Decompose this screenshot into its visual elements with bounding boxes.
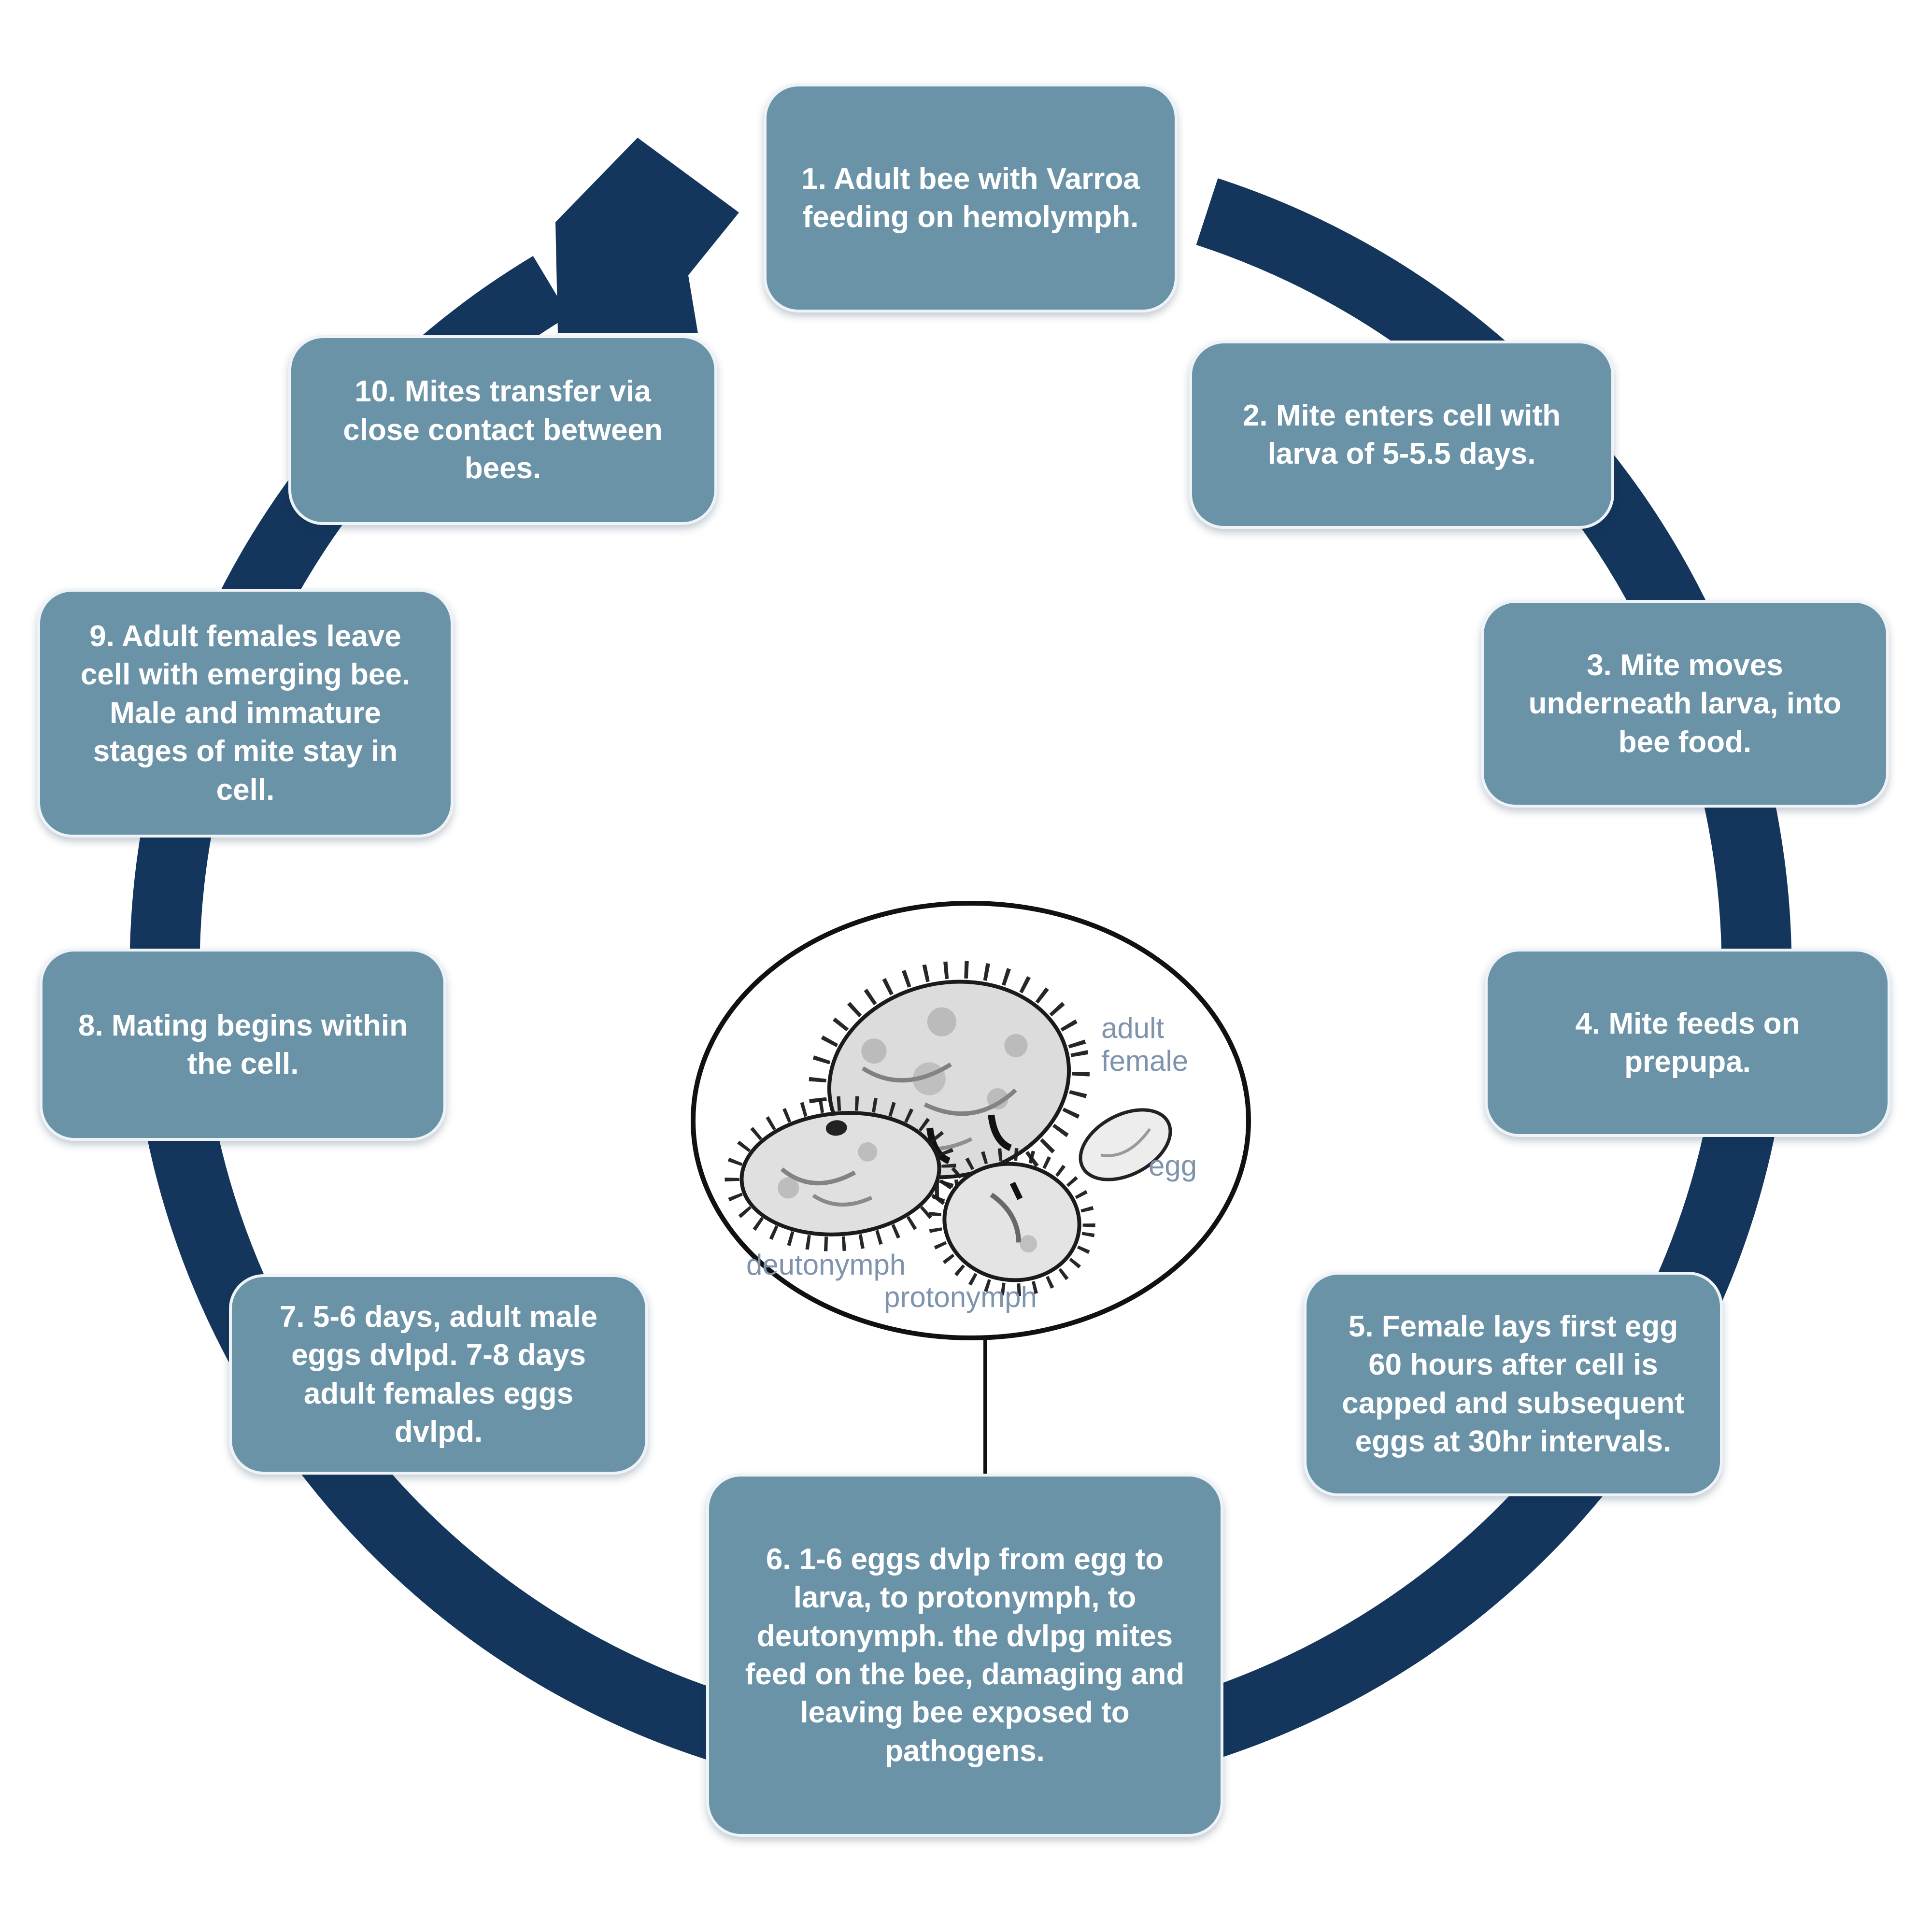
- step-box-2: 2. Mite enters cell with larva of 5-5.5 …: [1189, 341, 1614, 529]
- clockwise-arrow-icon: [555, 138, 739, 333]
- step-3-text: 3. Mite moves underneath larva, into bee…: [1528, 648, 1842, 759]
- step-9-text: 9. Adult females leave cell with emergin…: [80, 620, 411, 807]
- step-box-7: 7. 5-6 days, adult male eggs dvlpd. 7-8 …: [229, 1274, 648, 1475]
- step-box-3: 3. Mite moves underneath larva, into bee…: [1481, 600, 1889, 808]
- protonymph-label: protonymph: [884, 1281, 1037, 1313]
- step-box-8: 8. Mating begins within the cell.: [40, 949, 446, 1141]
- step-10-text: 10. Mites transfer via close contact bet…: [343, 375, 663, 485]
- step-6-text: 6. 1-6 eggs dvlp from egg to larva, to p…: [745, 1542, 1185, 1768]
- step-box-10: 10. Mites transfer via close contact bet…: [288, 335, 717, 525]
- deutonymph-label: deutonymph: [746, 1249, 906, 1281]
- step-box-9: 9. Adult females leave cell with emergin…: [37, 589, 454, 838]
- step-7-text: 7. 5-6 days, adult male eggs dvlpd. 7-8 …: [279, 1300, 598, 1449]
- step-4-text: 4. Mite feeds on prepupa.: [1575, 1007, 1800, 1079]
- egg-drawing: [1079, 1108, 1172, 1181]
- egg-label: egg: [1149, 1150, 1197, 1182]
- step-8-text: 8. Mating begins within the cell.: [78, 1009, 408, 1080]
- step-box-5: 5. Female lays first egg 60 hours after …: [1304, 1272, 1723, 1496]
- step-box-4: 4. Mite feeds on prepupa.: [1485, 949, 1890, 1137]
- step-box-1: 1. Adult bee with Varroa feeding on hemo…: [764, 84, 1178, 313]
- step-box-6: 6. 1-6 eggs dvlp from egg to larva, to p…: [706, 1474, 1223, 1837]
- step-5-text: 5. Female lays first egg 60 hours after …: [1342, 1309, 1685, 1458]
- step-1-text: 1. Adult bee with Varroa feeding on hemo…: [801, 162, 1140, 234]
- step-2-text: 2. Mite enters cell with larva of 5-5.5 …: [1242, 398, 1561, 470]
- adult-female-label: adult female: [1101, 1012, 1189, 1078]
